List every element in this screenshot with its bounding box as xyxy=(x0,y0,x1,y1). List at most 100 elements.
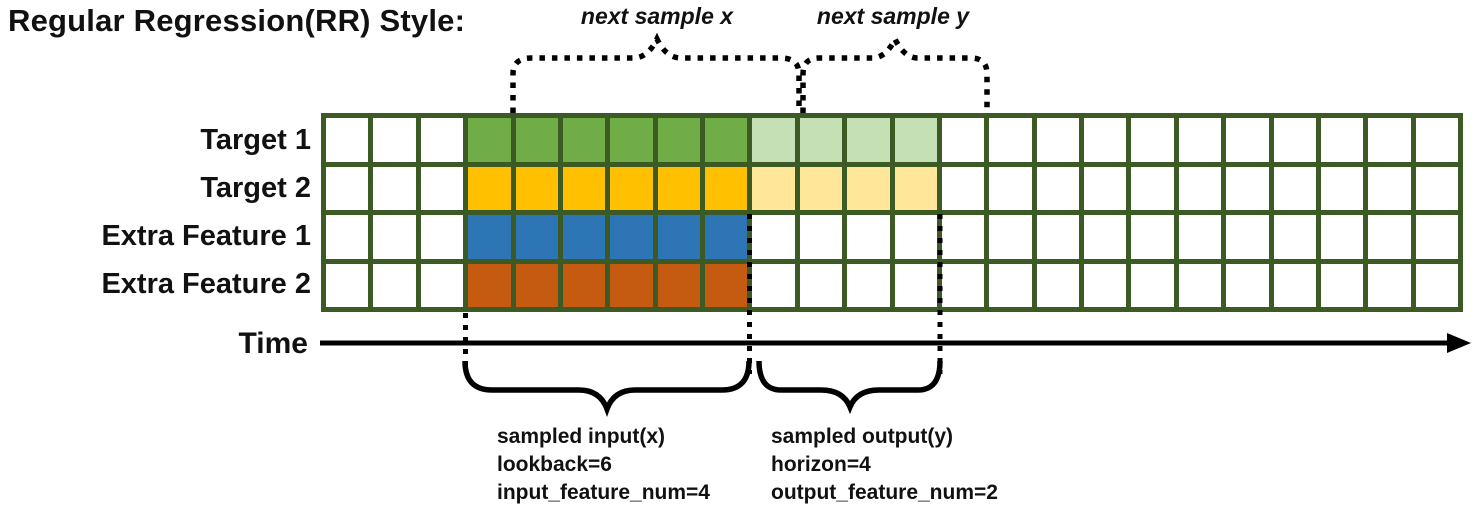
grid-cell xyxy=(420,215,464,259)
output-feature-num-value: output_feature_num=2 xyxy=(771,481,998,504)
grid-cell xyxy=(752,118,795,162)
grid-cell xyxy=(1131,215,1174,259)
grid-cell xyxy=(1226,263,1269,307)
grid-cell xyxy=(1368,118,1411,162)
next-sample-y-label: next sample y xyxy=(816,3,970,29)
grid-cell xyxy=(847,215,890,259)
grid-cell xyxy=(847,166,890,210)
row-label-extra-feature-2: Extra Feature 2 xyxy=(101,268,311,300)
grid-cell xyxy=(1320,215,1364,259)
grid-cell xyxy=(562,263,606,307)
sampled-input-title: sampled input(x) xyxy=(497,425,666,448)
grid-cell xyxy=(989,166,1032,210)
grid-cell xyxy=(326,215,369,259)
grid-cell xyxy=(705,263,748,307)
grid-cell xyxy=(1226,118,1269,162)
grid-cell xyxy=(657,263,700,307)
grid-cell xyxy=(373,263,416,307)
grid-cell xyxy=(326,166,369,210)
grid-cell xyxy=(1036,215,1079,259)
grid-cell xyxy=(657,118,700,162)
grid-cell xyxy=(1226,166,1269,210)
grid-cell xyxy=(657,166,700,210)
sampled-output-annotation: sampled output(y) horizon=4 output_featu… xyxy=(771,423,998,507)
grid-cell xyxy=(941,215,985,259)
sampled-output-brace xyxy=(756,360,943,415)
grid-cell xyxy=(1084,166,1127,210)
grid-cell xyxy=(941,118,985,162)
grid-cell xyxy=(847,118,890,162)
next-sample-y-brace xyxy=(800,32,990,113)
grid-cell xyxy=(1368,166,1411,210)
grid-cell xyxy=(515,263,558,307)
grid-cell xyxy=(1415,263,1458,307)
grid-cell xyxy=(420,118,464,162)
grid-cell xyxy=(1178,215,1222,259)
grid-cell xyxy=(989,118,1032,162)
grid-cell xyxy=(1178,263,1222,307)
grid-cell xyxy=(562,166,606,210)
grid-cell xyxy=(1320,263,1364,307)
next-sample-x-label: next sample x xyxy=(580,3,734,29)
grid-cell xyxy=(1415,215,1458,259)
horizon-value: horizon=4 xyxy=(771,453,871,476)
grid-cell xyxy=(705,166,748,210)
grid-cell xyxy=(515,118,558,162)
grid-cell xyxy=(941,166,985,210)
grid-cell xyxy=(1036,118,1079,162)
row-label-extra-feature-1: Extra Feature 1 xyxy=(101,220,311,252)
grid-cell xyxy=(1273,118,1316,162)
grid-cell xyxy=(562,215,606,259)
time-series-grid xyxy=(321,113,1463,312)
grid-cell xyxy=(799,166,843,210)
figure-title: Regular Regression(RR) Style: xyxy=(8,3,466,38)
next-sample-x-brace xyxy=(510,32,802,113)
grid-cell xyxy=(894,166,937,210)
grid-cell xyxy=(1084,215,1127,259)
time-axis-label: Time xyxy=(238,327,308,360)
grid-cell xyxy=(1036,166,1079,210)
grid-cell xyxy=(1273,166,1316,210)
grid-cell xyxy=(515,215,558,259)
grid-cell xyxy=(1178,166,1222,210)
grid-cell xyxy=(894,263,937,307)
grid-cell xyxy=(1368,263,1411,307)
row-label-target-1: Target 1 xyxy=(200,124,311,156)
grid-cell xyxy=(1415,166,1458,210)
grid-cell xyxy=(894,118,937,162)
grid-cell xyxy=(420,263,464,307)
grid-cell xyxy=(941,263,985,307)
grid-cell xyxy=(1131,118,1174,162)
grid-cell xyxy=(468,215,511,259)
grid-cell xyxy=(752,263,795,307)
grid-cell xyxy=(373,215,416,259)
sampled-input-brace xyxy=(462,360,752,417)
grid-cell xyxy=(1131,166,1174,210)
grid-cell xyxy=(373,166,416,210)
time-arrow-head xyxy=(1447,333,1471,353)
grid-cell xyxy=(1131,263,1174,307)
grid-cell xyxy=(1178,118,1222,162)
grid-cell xyxy=(1036,263,1079,307)
grid-cell xyxy=(799,118,843,162)
grid-cell xyxy=(610,166,653,210)
grid-cell xyxy=(468,166,511,210)
grid-cell xyxy=(705,215,748,259)
grid-cell xyxy=(1084,118,1127,162)
grid-cell xyxy=(989,263,1032,307)
grid-cell xyxy=(373,118,416,162)
grid-cell xyxy=(562,118,606,162)
grid-cell xyxy=(515,166,558,210)
grid-cell xyxy=(989,215,1032,259)
grid-cell xyxy=(1273,263,1316,307)
grid-cell xyxy=(468,263,511,307)
grid-cell xyxy=(799,263,843,307)
grid-cell xyxy=(1320,166,1364,210)
grid-cell xyxy=(420,166,464,210)
grid-cell xyxy=(1320,118,1364,162)
grid-cell xyxy=(610,263,653,307)
grid-cell xyxy=(1415,118,1458,162)
grid-cell xyxy=(326,118,369,162)
grid-cell xyxy=(1226,215,1269,259)
